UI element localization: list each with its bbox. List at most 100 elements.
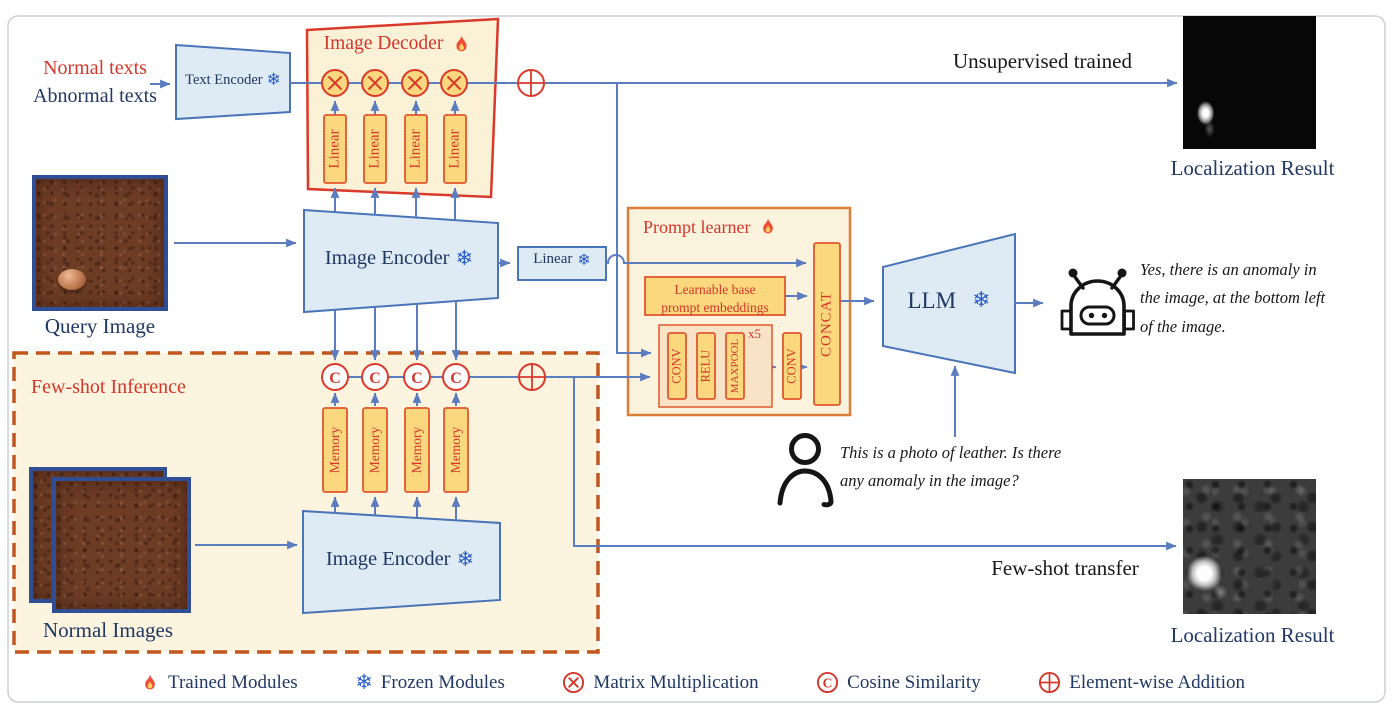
memory2-label: Memory bbox=[367, 426, 382, 474]
arrow-fewshot-to-result bbox=[573, 377, 1177, 551]
cosine-letter: C bbox=[411, 370, 423, 387]
linear-projection-name: Linear bbox=[533, 251, 573, 267]
legend-element-wise-addition: Element-wise Addition bbox=[1038, 671, 1245, 694]
memory3-box bbox=[404, 407, 430, 493]
snowflake-icon: ❄ bbox=[355, 670, 373, 694]
snowflake-icon: ❄ bbox=[455, 246, 474, 271]
query-image bbox=[32, 175, 168, 311]
memory2-box bbox=[362, 407, 388, 493]
llm-trapezoid bbox=[882, 232, 1016, 375]
image-encoder-top-trapezoid bbox=[303, 208, 499, 314]
text-encoder-trapezoid bbox=[175, 43, 291, 121]
decoder-linear1-label: Linear bbox=[326, 129, 343, 169]
memory4-label: Memory bbox=[448, 426, 463, 474]
learnable-embeddings-label: Learnable base prompt embeddings bbox=[661, 282, 769, 315]
decoder-linear1-box bbox=[323, 114, 347, 184]
memory3-label: Memory bbox=[409, 426, 424, 474]
image-decoder-name: Image Decoder bbox=[323, 33, 444, 55]
prompt-learner-name: Prompt learner bbox=[643, 216, 751, 237]
legend-cosine-label: Cosine Similarity bbox=[847, 671, 981, 693]
image-encoder-top-label: Image Encoder ❄ bbox=[307, 247, 491, 271]
concat-box bbox=[813, 242, 841, 406]
llm-name: LLM bbox=[907, 288, 957, 313]
relu-box bbox=[696, 332, 716, 400]
cosine-similarity-icon bbox=[361, 363, 389, 391]
repeat-x5-label: x5 bbox=[748, 326, 761, 341]
matrix-multiplication-icon bbox=[563, 671, 585, 694]
text-encoder-name: Text Encoder bbox=[185, 71, 263, 88]
element-wise-addition-icon bbox=[1039, 671, 1061, 694]
localization-result-top-image bbox=[1183, 16, 1316, 149]
robot-icon bbox=[1060, 268, 1135, 336]
text-encoder-label: Text Encoder ❄ bbox=[178, 48, 288, 112]
relu-label: RELU bbox=[698, 349, 713, 383]
image-encoder-name: Image Encoder bbox=[324, 247, 450, 269]
snowflake-icon: ❄ bbox=[577, 249, 591, 269]
cosine-similarity-icon bbox=[403, 363, 431, 391]
llm-label: LLM ❄ bbox=[883, 288, 1015, 314]
legend-matrix-multiplication: Matrix Multiplication bbox=[562, 671, 759, 694]
normal-image-front bbox=[52, 477, 191, 613]
user-icon bbox=[777, 433, 834, 508]
few-shot-transfer-label: Few-shot transfer bbox=[991, 556, 1139, 580]
image-encoder-name: Image Encoder bbox=[325, 548, 451, 570]
linear-projection-label: Linear ❄ bbox=[518, 251, 606, 268]
cosine-letter: C bbox=[450, 370, 462, 387]
prompt-learner-title: Prompt learner bbox=[638, 216, 813, 238]
memory4-box bbox=[443, 407, 469, 493]
conv2-label: CONV bbox=[784, 348, 799, 384]
cosine-similarity-icon bbox=[321, 363, 349, 391]
legend-addition-label: Element-wise Addition bbox=[1069, 671, 1245, 693]
matmul-x-glyphs bbox=[327, 75, 462, 91]
figure-frame bbox=[7, 15, 1386, 703]
legend: Trained Modules ❄ Frozen Modules Matrix … bbox=[140, 671, 1245, 694]
user-message: This is a photo of leather. Is there any… bbox=[840, 443, 1062, 491]
conv2-box bbox=[782, 332, 802, 400]
yellow-boxes bbox=[322, 114, 841, 493]
memory1-box bbox=[322, 407, 348, 493]
legend-frozen-label: Frozen Modules bbox=[380, 671, 505, 693]
conv1-label: CONV bbox=[669, 348, 684, 384]
unsupervised-trained-label: Unsupervised trained bbox=[952, 49, 1133, 73]
snowflake-icon: ❄ bbox=[456, 547, 475, 572]
snowflake-icon: ❄ bbox=[972, 288, 991, 314]
legend-trained-modules: Trained Modules bbox=[140, 672, 298, 694]
image-encoder-bottom-label: Image Encoder ❄ bbox=[303, 548, 497, 572]
legend-frozen-modules: ❄ Frozen Modules bbox=[355, 672, 505, 694]
decoder-linear2-label: Linear bbox=[366, 129, 383, 169]
normal-images-label: Normal Images bbox=[42, 618, 174, 642]
decoder-linear2-box bbox=[363, 114, 387, 184]
matmul-circles bbox=[321, 69, 546, 391]
cosine-letter: C bbox=[823, 675, 833, 690]
linear-projection-box bbox=[517, 246, 607, 281]
decoder-linear4-box bbox=[443, 114, 467, 184]
fire-icon bbox=[758, 216, 778, 238]
normal-texts-label: Normal texts bbox=[43, 57, 147, 79]
operator-circles: C C C C bbox=[321, 69, 546, 391]
cosine-similarity-icon bbox=[442, 363, 470, 391]
cosine-letter: C bbox=[329, 370, 341, 387]
fire-icon bbox=[451, 33, 472, 56]
assistant-message: Yes, there is an anomaly in the image, a… bbox=[1140, 260, 1326, 336]
decoder-linear4-label: Linear bbox=[446, 129, 463, 169]
anomaly-defect-blob bbox=[57, 268, 86, 290]
legend-matmul-label: Matrix Multiplication bbox=[593, 671, 759, 693]
abnormal-texts-label: Abnormal texts bbox=[33, 85, 157, 107]
fire-icon bbox=[140, 672, 160, 694]
conv1-box bbox=[667, 332, 687, 400]
localization-result-bottom-label: Localization Result bbox=[1170, 623, 1335, 647]
arrow-linear-to-concat bbox=[606, 254, 807, 268]
maxpool-label: MAXPOOL bbox=[729, 338, 741, 394]
cosine-similarity-icon: C bbox=[817, 671, 839, 694]
addition-plus-glyph bbox=[519, 364, 545, 390]
legend-trained-label: Trained Modules bbox=[168, 671, 298, 693]
localization-result-bottom-image bbox=[1183, 479, 1316, 614]
decoder-linear3-box bbox=[404, 114, 428, 184]
query-image-label: Query Image bbox=[44, 314, 156, 338]
localization-result-top-label: Localization Result bbox=[1170, 156, 1335, 180]
decoder-linear3-label: Linear bbox=[407, 129, 424, 169]
image-decoder-title: Image Decoder bbox=[312, 33, 484, 56]
cosine-letter: C bbox=[369, 370, 381, 387]
cosine-letters: C C C C bbox=[329, 370, 462, 387]
